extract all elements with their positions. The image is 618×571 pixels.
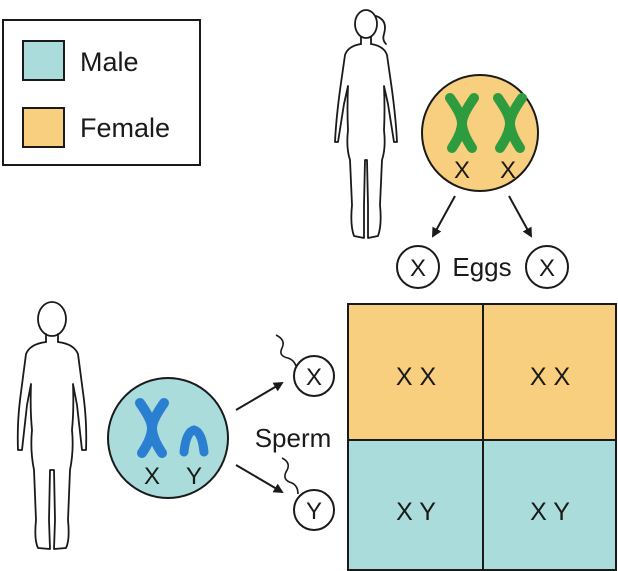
- sperm-tail-icon: [281, 457, 299, 495]
- female-karyotype: X X: [421, 74, 539, 192]
- eggs-row: X Eggs X: [396, 245, 569, 289]
- sperm-arrow-lower: [235, 464, 284, 494]
- sperm-label: Sperm: [255, 423, 332, 453]
- female-cell: [421, 74, 539, 192]
- male-legend-label: Male: [80, 47, 139, 77]
- female-chromosome-label-2: X: [500, 157, 516, 184]
- sperm-cell: Y: [281, 457, 335, 531]
- punnett-cell-xy: X Y: [530, 498, 570, 526]
- male-silhouette-icon: [16, 301, 88, 550]
- egg-arrow-right: [508, 195, 532, 238]
- sperm-label-2: Y: [306, 498, 322, 525]
- egg-circle: [525, 245, 569, 289]
- male-cell: [107, 377, 229, 499]
- legend: Male Female: [2, 19, 201, 166]
- sperm-cell: X: [275, 334, 335, 397]
- sperm-head: [293, 355, 335, 397]
- punnett-cell-xx: X X: [530, 363, 571, 391]
- sperm-head: [293, 489, 335, 531]
- punnett-cell-xy: X Y: [396, 498, 436, 526]
- x-chromosome-icon: [493, 93, 527, 153]
- x-chromosome-icon: [135, 398, 169, 458]
- y-chromosome-icon: [179, 425, 209, 457]
- x-chromosome-icon: [445, 93, 479, 153]
- female-swatch: [22, 107, 65, 148]
- male-chromosome-label-1: X: [144, 463, 160, 490]
- egg-label-2: X: [539, 255, 555, 282]
- egg-label-1: X: [410, 255, 426, 282]
- punnett-cell-xx: X X: [396, 363, 437, 391]
- egg-circle: [396, 245, 440, 289]
- eggs-label: Eggs: [452, 252, 511, 282]
- female-legend-label: Female: [80, 113, 170, 143]
- egg-arrow-left: [432, 195, 456, 238]
- sperm-tail-icon: [275, 334, 297, 367]
- male-karyotype: X Y: [107, 377, 229, 499]
- sperm-label-1: X: [306, 364, 322, 391]
- female-chromosome-label-1: X: [454, 157, 470, 184]
- female-silhouette-icon: [334, 9, 398, 239]
- sperm-arrow-upper: [235, 381, 284, 411]
- male-swatch: [22, 40, 65, 81]
- male-chromosome-label-2: Y: [186, 463, 202, 490]
- punnett-square: X X X X X Y X Y: [347, 303, 617, 571]
